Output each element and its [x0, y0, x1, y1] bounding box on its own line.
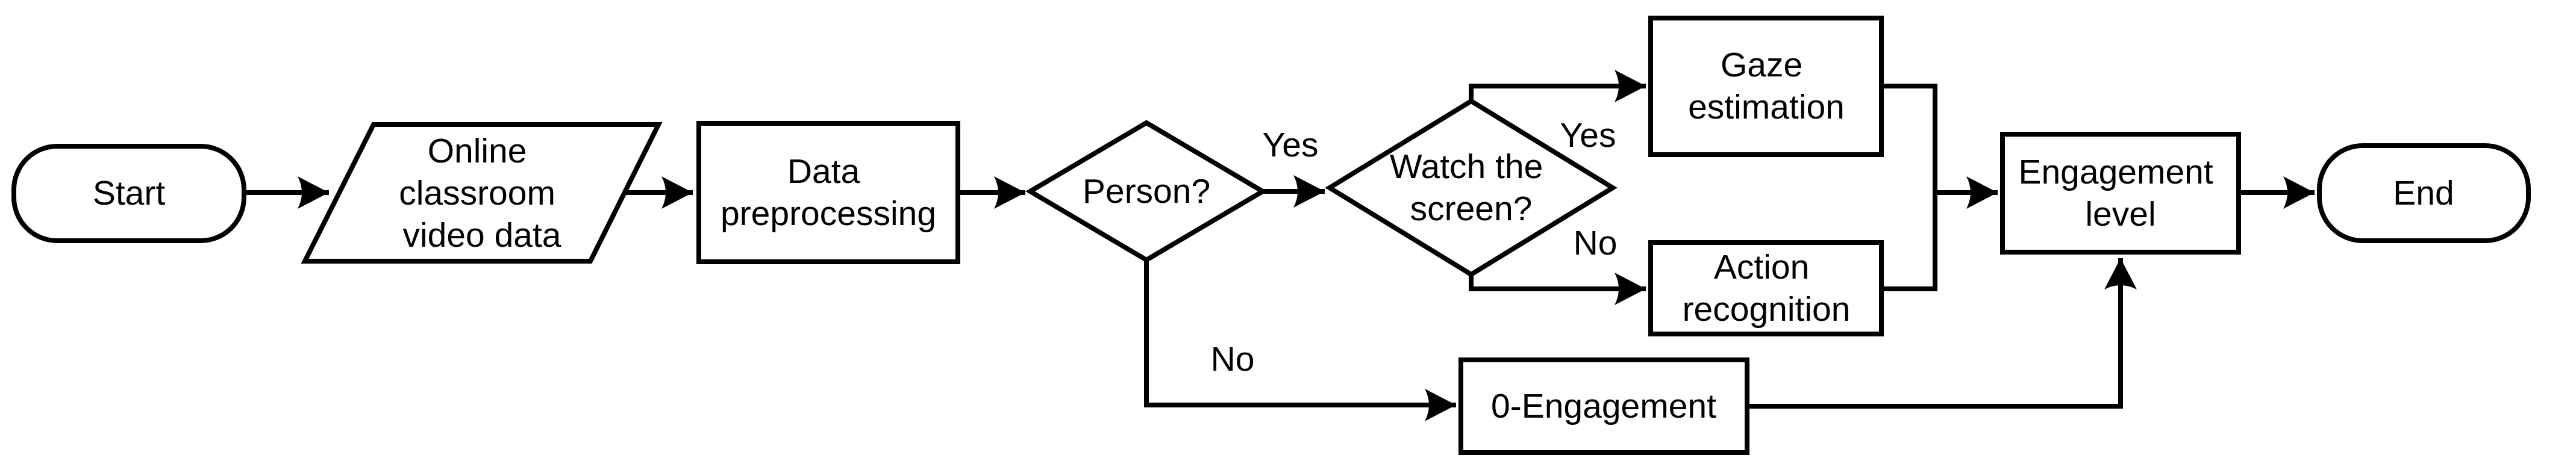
node-start: Start — [11, 144, 246, 243]
edge-gaze-action-merge-line — [1881, 84, 1937, 291]
online-classroom-video-data-label: Online classroom video data — [399, 132, 565, 255]
parallelogram-shape — [301, 122, 663, 264]
process-box — [696, 121, 960, 264]
process-box — [1648, 240, 1884, 336]
node-engagement-level: Engagement level — [2000, 132, 2241, 255]
edge-label-person-no: No — [1211, 340, 1255, 379]
data-preprocessing-label: Data preprocessing — [721, 152, 936, 233]
action-recognition-label: Action recognition — [1683, 248, 1851, 329]
edges — [244, 70, 2315, 421]
node-action-recognition: Action recognition — [1648, 240, 1884, 336]
process-box — [1458, 357, 1749, 455]
decision-diamond — [1025, 120, 1268, 263]
terminator-shape — [11, 144, 246, 243]
node-end: End — [2317, 143, 2531, 243]
zero-engagement-label: 0-Engagement — [1491, 387, 1716, 425]
process-box — [2000, 132, 2241, 255]
node-person-decision: Person? — [1025, 120, 1268, 263]
start-label: Start — [93, 174, 166, 212]
edge-label-watch-screen-no: No — [1574, 224, 1618, 262]
node-data-preprocessing: Data preprocessing — [696, 121, 960, 264]
person-label: Person? — [1083, 172, 1210, 211]
watch-the-screen-label: Watch the screen? — [1390, 147, 1552, 228]
terminator-shape — [2317, 143, 2531, 243]
node-zero-engagement: 0-Engagement — [1458, 357, 1749, 455]
end-label: End — [2393, 174, 2454, 212]
node-watch-the-screen-decision: Watch the screen? — [1325, 98, 1618, 277]
edge-label-person-yes: Yes — [1263, 126, 1319, 164]
decision-diamond — [1325, 98, 1618, 277]
node-gaze-estimation: Gaze estimation — [1648, 16, 1884, 157]
engagement-level-label: Engagement level — [2018, 153, 2222, 233]
gaze-estimation-label: Gaze estimation — [1688, 46, 1845, 126]
edge-person-no-to-zero-engagement — [1144, 260, 1456, 421]
edge-labels: Yes Yes No No — [1211, 116, 1618, 379]
edge-watch-screen-yes-to-gaze — [1469, 70, 1646, 102]
edge-watch-screen-no-to-action — [1469, 273, 1646, 305]
process-box — [1648, 16, 1884, 157]
node-online-classroom-video-data: Online classroom video data — [301, 122, 663, 264]
edge-label-watch-screen-yes: Yes — [1560, 116, 1616, 155]
edge-zero-engagement-to-engagement-level — [1747, 258, 2137, 409]
